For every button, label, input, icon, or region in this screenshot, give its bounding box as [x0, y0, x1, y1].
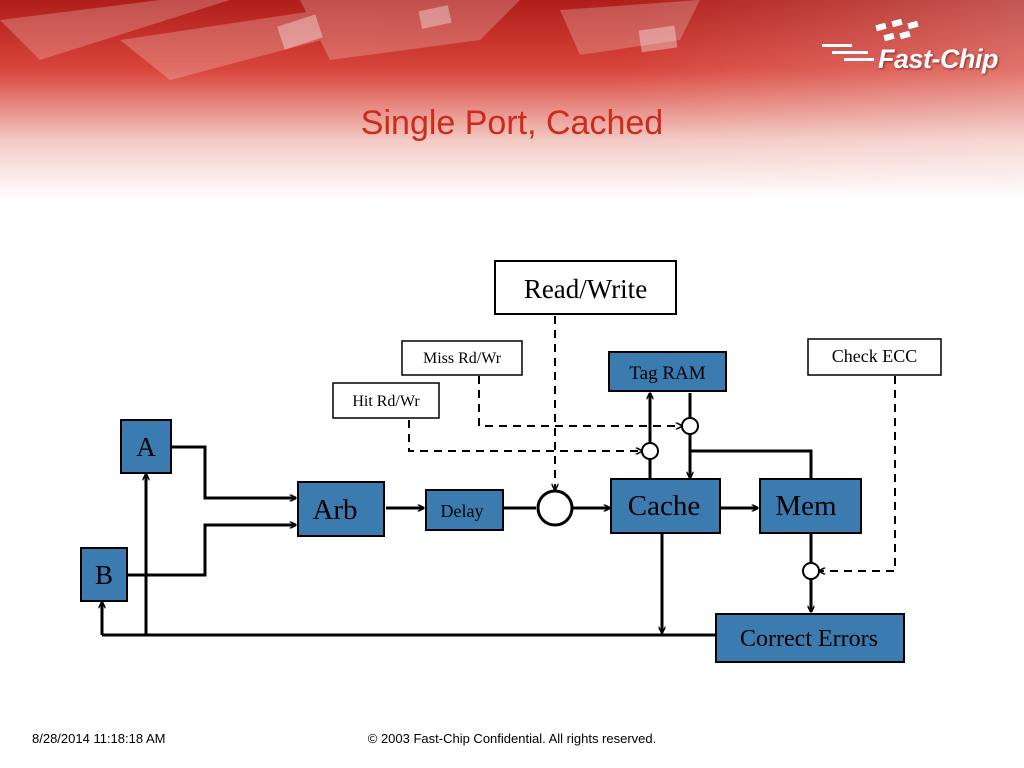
edge-b-arb	[128, 525, 296, 577]
check-ecc-label: Check ECC	[832, 346, 918, 366]
hit-rd-wr-label: Hit Rd/Wr	[352, 393, 420, 410]
read-write-label: Read/Write	[524, 274, 647, 304]
edge-a-arb	[171, 445, 296, 498]
hit-rd-wr-box	[332, 382, 440, 419]
cache-label: Cache	[628, 490, 700, 522]
edge-mem-tagram	[690, 449, 813, 478]
delay-label: Delay	[441, 501, 484, 521]
mux-circle	[536, 489, 574, 527]
slide-title: Single Port, Cached	[360, 104, 664, 142]
a-block	[120, 419, 172, 474]
miss-rd-wr-box	[401, 340, 523, 376]
a-label: A	[136, 432, 156, 462]
b-label: B	[95, 560, 113, 590]
correct-errors-label: Correct Errors	[740, 626, 878, 652]
tag-ram-label: Tag RAM	[629, 363, 705, 384]
mem-block	[759, 478, 862, 534]
header-banner	[0, 0, 1024, 200]
junction-circle-tagram	[681, 417, 699, 435]
edge-hit-cache	[408, 420, 642, 451]
footer-copyright: © 2003 Fast-Chip Confidential. All right…	[367, 731, 657, 746]
junction-circle-cache	[641, 442, 659, 460]
check-ecc-box	[807, 338, 942, 376]
arb-block	[297, 481, 385, 537]
edge-miss-tagram	[478, 376, 682, 426]
mem-label: Mem	[775, 490, 837, 522]
junction-circle-correct	[802, 562, 820, 580]
b-block	[80, 547, 128, 602]
tag-ram-block	[608, 351, 727, 392]
cache-block	[610, 478, 721, 534]
arb-label: Arb	[312, 494, 357, 526]
miss-rd-wr-label: Miss Rd/Wr	[423, 350, 502, 367]
correct-errors-block	[715, 613, 905, 663]
read-write-box	[494, 260, 677, 315]
footer-date: 8/28/2014 11:18:18 AM	[32, 731, 166, 746]
fast-chip-logo-mark	[822, 18, 919, 61]
fast-chip-logo-text: Fast-Chip	[878, 44, 999, 74]
edge-checkecc-correct	[819, 376, 896, 571]
delay-block	[425, 489, 504, 531]
